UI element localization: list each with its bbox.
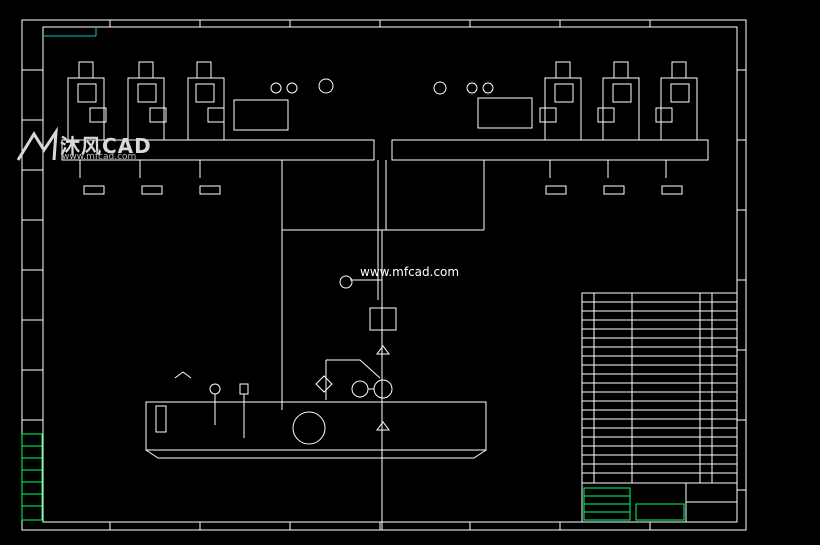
right-valve-stacks <box>433 61 698 195</box>
watermark-url: www.mfcad.com <box>360 265 460 279</box>
pressure-lines <box>281 160 485 530</box>
reservoir-tank <box>145 394 487 459</box>
watermark-logo-subtext: www.mfcad.com <box>62 152 137 162</box>
frame-zone-ticks <box>22 20 746 530</box>
right-manifold <box>391 139 709 161</box>
watermark-logo-icon <box>16 126 58 161</box>
parts-list-table <box>581 292 738 484</box>
outer-frame <box>21 19 747 531</box>
title-block <box>581 482 738 523</box>
inner-frame <box>42 26 738 523</box>
left-valve-stacks <box>67 61 334 195</box>
filter-pump-group <box>174 307 397 438</box>
green-title-details <box>21 433 685 521</box>
watermark-logo-text: 沐风CAD <box>60 134 152 158</box>
